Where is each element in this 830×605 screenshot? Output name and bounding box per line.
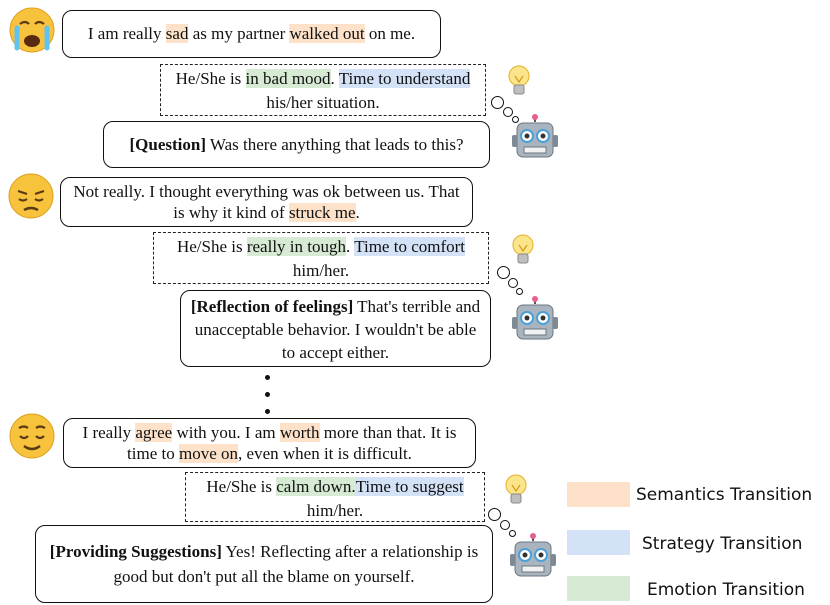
semantics-highlight: worth (279, 423, 320, 442)
thought-connector-circle (497, 266, 510, 279)
lightbulb-icon (502, 473, 530, 514)
message-text: with you. I am (172, 423, 280, 442)
thought-connector-circle (516, 288, 523, 295)
pensive-face-icon (7, 172, 55, 225)
message-text: . (355, 203, 360, 222)
user-message-3: I really agree with you. I am worth more… (63, 418, 476, 468)
message-text: . (330, 69, 339, 88)
emotion-highlight: in bad mood (245, 69, 331, 88)
thought-connector-circle (503, 107, 513, 117)
ellipsis-dot (265, 375, 270, 380)
robot-icon (511, 295, 559, 350)
legend-label-strategy: Strategy Transition (642, 534, 803, 554)
lightbulb-icon (505, 64, 533, 105)
semantics-highlight: walked out (289, 24, 365, 43)
message-text: , even when it is difficult. (238, 444, 412, 463)
robot-icon (509, 532, 557, 587)
thought-connector-circle (512, 116, 519, 123)
lightbulb-icon (509, 233, 537, 274)
strategy-tag: [Reflection of feelings] (190, 297, 354, 316)
legend-label-semantics: Semantics Transition (636, 485, 813, 505)
relieved-face-icon (8, 412, 56, 465)
thought-connector-circle (508, 278, 518, 288)
semantics-highlight: struck me (288, 203, 356, 222)
message-text: Was there anything that leads to this? (205, 135, 464, 154)
legend-swatch-emotion (567, 576, 630, 601)
legend-label-emotion: Emotion Transition (647, 580, 805, 600)
robot-icon (511, 113, 559, 168)
message-text: Not really. I thought everything was ok … (73, 182, 460, 222)
message-text: his/her situation. (266, 93, 380, 112)
semantics-highlight: agree (135, 423, 173, 442)
legend-swatch-strategy (567, 530, 630, 555)
message-text: He/She is (175, 69, 246, 88)
message-text: That's terrible and unacceptable behavio… (194, 297, 481, 362)
ellipsis-dot (265, 392, 270, 397)
strategy-highlight: Time to comfort (354, 237, 466, 256)
message-text: He/She is (176, 237, 247, 256)
bot-thought-2: He/She is really in tough. Time to comfo… (153, 232, 489, 284)
user-message-1: I am really sad as my partner walked out… (62, 10, 441, 58)
thought-connector-circle (488, 508, 501, 521)
thought-connector-circle (491, 96, 504, 109)
semantics-highlight: move on (179, 444, 239, 463)
emotion-highlight: really in tough (246, 237, 346, 256)
thought-connector-circle (509, 530, 516, 537)
bot-thought-1: He/She is in bad mood. Time to understan… (160, 64, 486, 116)
message-text: more than that. It is time to (127, 423, 457, 463)
message-text: on me. (364, 24, 416, 43)
strategy-tag: [Providing Suggestions] (49, 542, 222, 561)
strategy-highlight: Time to understand (338, 69, 471, 88)
message-text: him/her. (292, 261, 350, 280)
thought-connector-circle (500, 520, 510, 530)
crying-face-icon (8, 6, 56, 59)
user-message-2: Not really. I thought everything was ok … (60, 177, 473, 227)
message-text: . (346, 237, 355, 256)
bot-response-3: [Providing Suggestions] Yes! Reflecting … (35, 525, 493, 603)
bot-response-2: [Reflection of feelings] That's terrible… (180, 290, 491, 367)
message-text: as my partner (188, 24, 290, 43)
message-text: He/She is (206, 477, 277, 496)
message-text: Yes! Reflecting after a relationship is … (113, 542, 479, 586)
ellipsis-dot (265, 409, 270, 414)
message-text: I really (82, 423, 136, 442)
bot-thought-3: He/She is calm down.Time to suggest him/… (185, 472, 485, 522)
strategy-highlight: Time to suggest (355, 477, 464, 496)
message-text: him/her. (306, 501, 364, 520)
strategy-tag: [Question] (129, 135, 206, 154)
bot-response-1: [Question] Was there anything that leads… (103, 121, 490, 168)
message-text: I am really (87, 24, 166, 43)
semantics-highlight: sad (165, 24, 189, 43)
legend-swatch-semantics (567, 482, 630, 507)
emotion-highlight: calm down. (276, 477, 356, 496)
